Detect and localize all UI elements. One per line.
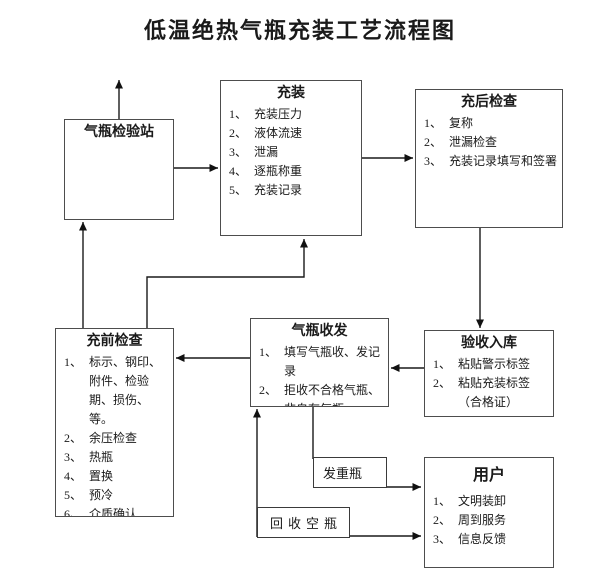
item-text: 预冷	[89, 488, 114, 502]
item-text: 充装记录填写和签署	[449, 154, 558, 168]
box-acceptance-warehousing: 验收入库 1、 粘贴警示标签 2、 粘贴充装标签（合格证）	[424, 330, 554, 417]
box-post-check: 充后检查 1、 复称 2、 泄漏检查 3、 充装记录填写和签署	[415, 89, 563, 228]
item-number: 5、	[64, 488, 83, 502]
box-user: 用户 1、 文明装卸 2、 周到服务 3、 信息反馈	[424, 457, 554, 568]
list-item: 2、 拒收不合格气瓶、非自有气瓶	[259, 381, 385, 406]
list-item: 2、 余压检查	[64, 429, 170, 448]
list-item: 5、 预冷	[64, 486, 170, 505]
item-text: 粘贴警示标签	[458, 357, 531, 371]
list-item: 1、 文明装卸	[433, 492, 550, 511]
item-number: 1、	[259, 345, 278, 359]
item-number: 2、	[424, 135, 443, 149]
item-number: 2、	[433, 513, 452, 527]
list-item: 1、 复称	[424, 114, 559, 133]
item-number: 1、	[433, 494, 452, 508]
item-text: 液体流速	[254, 126, 303, 140]
list-item: 2、 粘贴充装标签（合格证）	[433, 374, 550, 412]
item-text: 余压检查	[89, 431, 138, 445]
item-number: 3、	[424, 154, 443, 168]
box-user-items: 1、 文明装卸 2、 周到服务 3、 信息反馈	[425, 490, 553, 549]
box-acceptance-warehousing-items: 1、 粘贴警示标签 2、 粘贴充装标签（合格证）	[425, 353, 553, 412]
box-user-title: 用户	[472, 467, 505, 484]
item-text: 泄漏检查	[449, 135, 498, 149]
item-number: 2、	[433, 376, 452, 390]
item-number: 4、	[229, 164, 248, 178]
item-text: 泄漏	[254, 145, 279, 159]
list-item: 6、 介质确认	[64, 505, 170, 517]
label-dispatch-full-cylinders: 发重瓶	[323, 466, 363, 481]
box-pre-check-title: 充前检查	[86, 334, 143, 349]
label-recycle-empty-cylinders: 回收空瓶	[269, 516, 342, 531]
box-post-check-title: 充后检查	[461, 95, 517, 110]
box-inspection-station: 气瓶检验站	[64, 119, 174, 220]
list-item: 1、 充装压力	[229, 105, 358, 124]
item-number: 2、	[259, 383, 278, 397]
item-text: 信息反馈	[458, 532, 507, 546]
list-item: 3、 充装记录填写和签署	[424, 152, 559, 171]
box-filling-title: 充装	[277, 86, 305, 101]
item-number: 4、	[64, 469, 83, 483]
item-number: 5、	[229, 183, 248, 197]
item-number: 2、	[229, 126, 248, 140]
label-box-recycle-empty-cylinders: 回收空瓶	[257, 507, 350, 538]
item-number: 2、	[64, 431, 83, 445]
list-item: 1、 填写气瓶收、发记录	[259, 343, 385, 381]
box-pre-check: 充前检查 1、 标示、钢印、附件、检验期、损伤、等。 2、 余压检查 3、 热瓶…	[55, 328, 174, 517]
item-text: 周到服务	[458, 513, 507, 527]
item-number: 6、	[64, 507, 83, 517]
item-number: 1、	[64, 355, 83, 369]
box-receiving-dispatch: 气瓶收发 1、 填写气瓶收、发记录 2、 拒收不合格气瓶、非自有气瓶	[250, 318, 389, 407]
item-number: 3、	[229, 145, 248, 159]
item-text: 逐瓶称重	[254, 164, 303, 178]
box-acceptance-warehousing-title: 验收入库	[461, 336, 517, 351]
item-text: 复称	[449, 116, 474, 130]
item-text: 粘贴充装标签（合格证）	[458, 376, 531, 409]
box-receiving-dispatch-title: 气瓶收发	[291, 324, 348, 339]
list-item: 1、 粘贴警示标签	[433, 355, 550, 374]
item-text: 介质确认	[89, 507, 138, 517]
list-item: 4、 置换	[64, 467, 170, 486]
item-text: 文明装卸	[458, 494, 507, 508]
label-box-dispatch-full-cylinders: 发重瓶	[313, 457, 387, 488]
item-text: 标示、钢印、附件、检验期、损伤、等。	[89, 355, 162, 426]
connector-precheck-to-filling	[146, 239, 308, 328]
list-item: 2、 周到服务	[433, 511, 550, 530]
item-number: 3、	[64, 450, 83, 464]
item-text: 置换	[89, 469, 114, 483]
item-text: 充装记录	[254, 183, 303, 197]
item-number: 1、	[433, 357, 452, 371]
box-filling: 充装 1、 充装压力 2、 液体流速 3、 泄漏 4、 逐瓶称重 5、 充装记录	[220, 80, 362, 236]
list-item: 2、 泄漏检查	[424, 133, 559, 152]
item-number: 1、	[424, 116, 443, 130]
box-pre-check-items: 1、 标示、钢印、附件、检验期、损伤、等。 2、 余压检查 3、 热瓶 4、 置…	[56, 351, 173, 517]
item-text: 填写气瓶收、发记录	[284, 345, 381, 378]
item-text: 充装压力	[254, 107, 303, 121]
box-filling-items: 1、 充装压力 2、 液体流速 3、 泄漏 4、 逐瓶称重 5、 充装记录	[221, 103, 361, 200]
list-item: 3、 泄漏	[229, 143, 358, 162]
item-number: 1、	[229, 107, 248, 121]
list-item: 3、 信息反馈	[433, 530, 550, 549]
page-title: 低温绝热气瓶充装工艺流程图	[143, 18, 456, 43]
list-item: 5、 充装记录	[229, 181, 358, 200]
item-text: 热瓶	[89, 450, 114, 464]
item-number: 3、	[433, 532, 452, 546]
list-item: 1、 标示、钢印、附件、检验期、损伤、等。	[64, 353, 170, 429]
list-item: 4、 逐瓶称重	[229, 162, 358, 181]
list-item: 3、 热瓶	[64, 448, 170, 467]
list-item: 2、 液体流速	[229, 124, 358, 143]
box-post-check-items: 1、 复称 2、 泄漏检查 3、 充装记录填写和签署	[416, 112, 562, 171]
item-text: 拒收不合格气瓶、非自有气瓶	[284, 383, 381, 406]
box-inspection-station-title: 气瓶检验站	[84, 125, 154, 140]
box-receiving-dispatch-items: 1、 填写气瓶收、发记录 2、 拒收不合格气瓶、非自有气瓶	[251, 341, 388, 406]
